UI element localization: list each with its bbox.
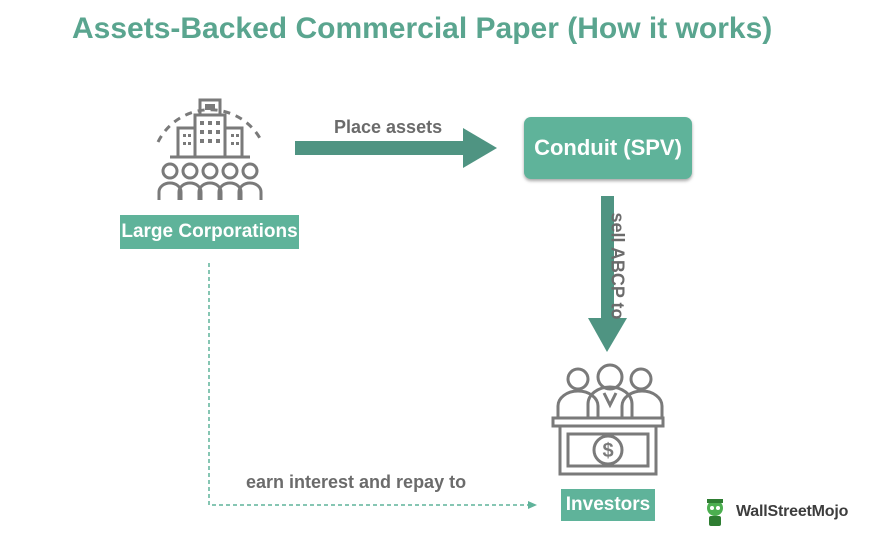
repay-dashed-arrow (208, 263, 537, 509)
place-assets-arrow (295, 128, 497, 168)
mojo-mascot-icon (707, 499, 723, 526)
large-corporations-label: Large Corporations (120, 215, 299, 249)
page-title: Assets-Backed Commercial Paper (How it w… (72, 12, 773, 45)
place-assets-label: Place assets (334, 117, 443, 137)
conduit-spv-box: Conduit (SPV) (524, 117, 692, 179)
svg-text:$: $ (602, 440, 613, 462)
investors-label: Investors (561, 489, 655, 521)
sell-abcp-arrow (588, 196, 627, 352)
earn-interest-label: earn interest and repay to (246, 472, 467, 492)
logo-text: WallStreetMojo (736, 503, 849, 520)
wallstreetmojo-logo: WallStreetMojo (700, 497, 848, 527)
